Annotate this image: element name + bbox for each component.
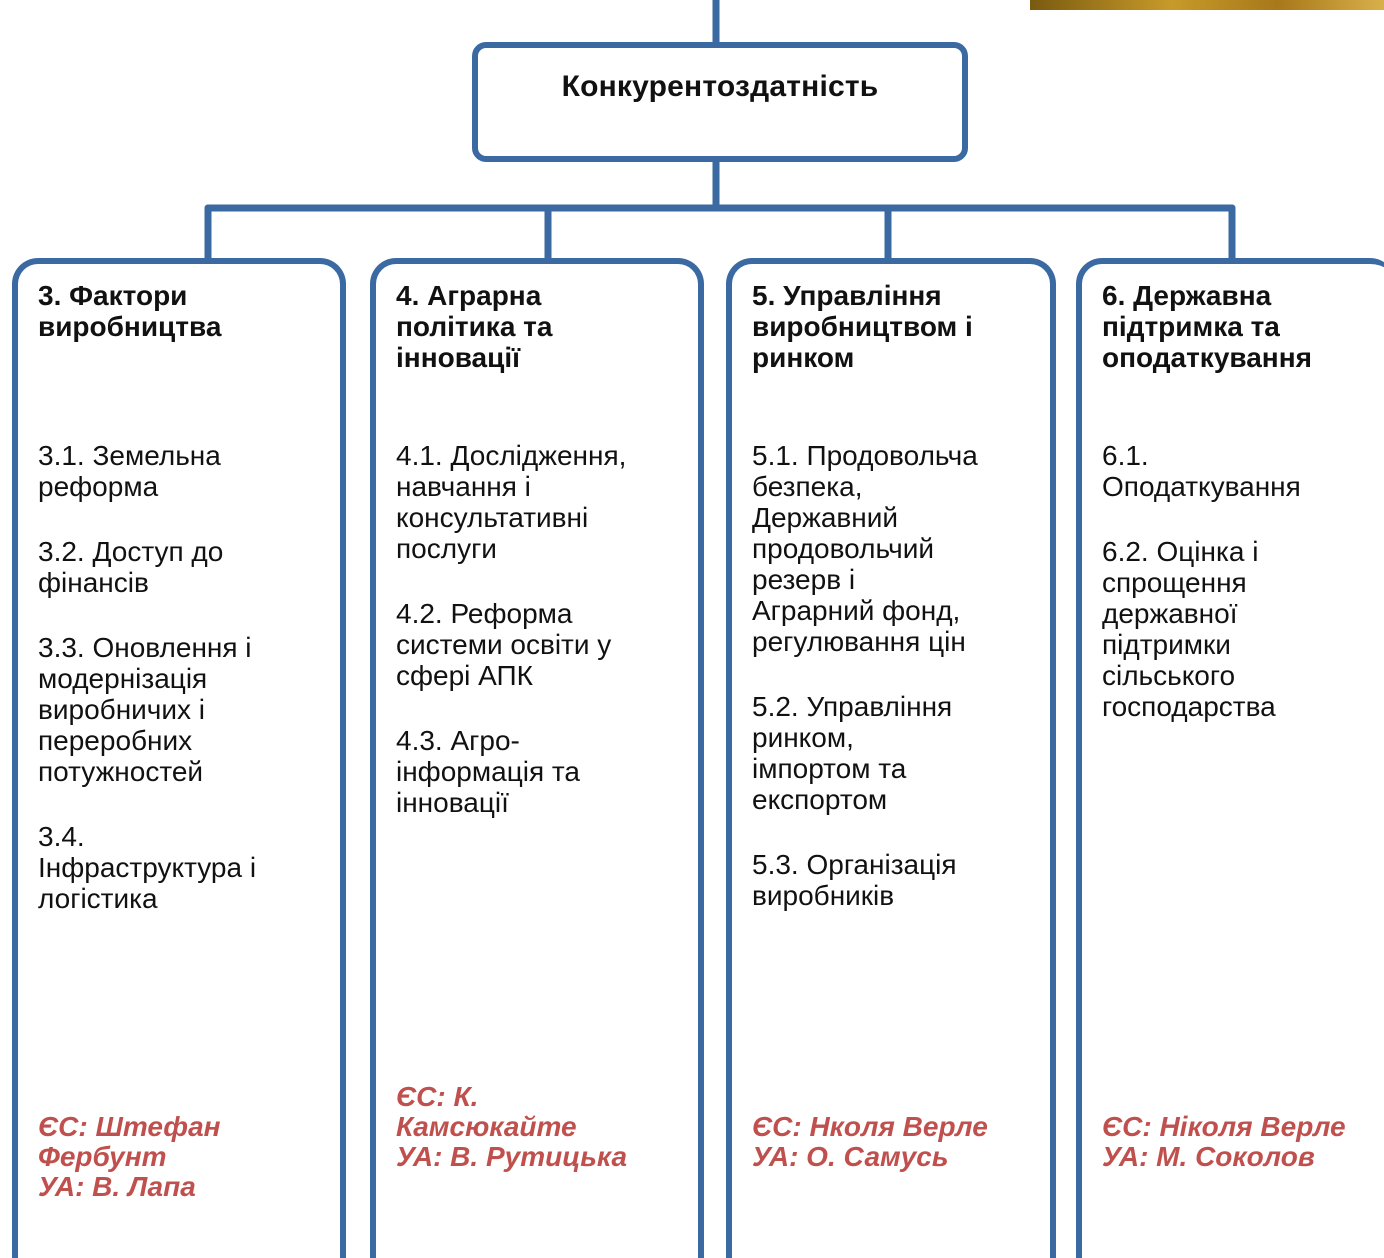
column-title: 5. Управління виробництвом і ринком (752, 280, 973, 373)
list-item: 5.1. Продовольча безпека, Державний прод… (752, 440, 978, 657)
column-production-market-management: 5. Управління виробництвом і ринком 5.1.… (726, 258, 1056, 1258)
column-credits: ЄС: Нколя Верле УА: О. Самусь (752, 1111, 988, 1172)
column-production-factors: 3. Фактори виробництва 3.1. Земельна реф… (12, 258, 346, 1258)
column-title: 6. Державна підтримка та оподаткування (1102, 280, 1312, 373)
list-item: 3.4. Інфраструктура і логістика (38, 821, 257, 914)
column-credits: ЄС: Штефан Фербунт УА: В. Лапа (38, 1111, 221, 1202)
list-item: 5.3. Організація виробників (752, 849, 957, 911)
column-title: 3. Фактори виробництва (38, 280, 222, 342)
list-item: 3.1. Земельна реформа (38, 440, 221, 502)
item-list: 6.1. Оподаткування 6.2. Оцінка і спрощен… (1102, 440, 1384, 756)
item-list: 3.1. Земельна реформа 3.2. Доступ до фін… (38, 440, 332, 948)
column-title: 4. Аграрна політика та інновації (396, 280, 553, 373)
list-item: 4.2. Реформа системи освіти у сфері АПК (396, 598, 612, 691)
corner-photo-fragment (1030, 0, 1384, 10)
list-item: 5.2. Управління ринком, імпортом та експ… (752, 691, 953, 815)
list-item: 3.3. Оновлення і модернізація виробничих… (38, 632, 252, 787)
column-state-support-taxation: 6. Державна підтримка та оподаткування 6… (1076, 258, 1384, 1258)
column-credits: ЄС: Ніколя Верле УА: М. Соколов (1102, 1111, 1346, 1172)
column-agrarian-policy: 4. Аграрна політика та інновації 4.1. До… (370, 258, 704, 1258)
root-node: Конкурентоздатність (472, 42, 968, 162)
list-item: 6.2. Оцінка і спрощення державної підтри… (1102, 536, 1276, 722)
item-list: 5.1. Продовольча безпека, Державний прод… (752, 440, 1042, 945)
list-item: 6.1. Оподаткування (1102, 440, 1301, 502)
list-item: 4.3. Агро- інформація та інновації (396, 725, 580, 818)
list-item: 3.2. Доступ до фінансів (38, 536, 224, 598)
item-list: 4.1. Дослідження, навчання і консультати… (396, 440, 690, 852)
root-title: Конкурентоздатність (561, 70, 879, 103)
list-item: 4.1. Дослідження, навчання і консультати… (396, 440, 627, 564)
column-credits: ЄС: К. Камсюкайте УА: В. Рутицька (396, 1081, 628, 1172)
